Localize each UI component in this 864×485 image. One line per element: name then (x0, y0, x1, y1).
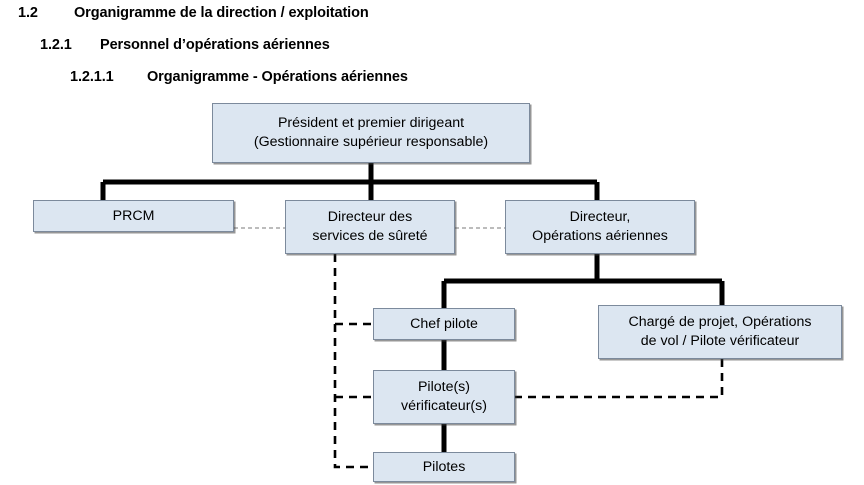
node-label: Pilotes (422, 458, 466, 475)
node-pilotes[interactable]: Pilotes (373, 452, 515, 482)
heading-number: 1.2 (18, 5, 38, 21)
connector-surete-dashed-spine (333, 254, 373, 469)
connector-charge-projet-to-verificateurs-dashed (515, 359, 724, 399)
node-chef-pilote[interactable]: Chef pilote (373, 308, 515, 340)
heading-section-1-2: 1.2 Organigramme de la direction / exploi… (18, 5, 369, 21)
node-directeur-operations-aeriennes[interactable]: Directeur, Opérations aériennes (505, 200, 695, 254)
heading-text: Organigramme de la direction / exploitat… (74, 5, 369, 21)
node-label: PRCM (112, 207, 155, 224)
node-label: Chef pilote (410, 315, 478, 332)
node-pilotes-verificateurs[interactable]: Pilote(s) vérificateur(s) (373, 370, 515, 424)
node-label: Président et premier dirigeant (Gestionn… (253, 115, 489, 150)
node-label: Directeur des services de sûreté (312, 209, 428, 244)
node-charge-de-projet-operations-de-vol[interactable]: Chargé de projet, Opérations de vol / Pi… (598, 305, 842, 359)
node-label: Chargé de projet, Opérations de vol / Pi… (628, 314, 812, 349)
heading-text: Personnel d’opérations aériennes (100, 37, 330, 53)
heading-number: 1.2.1 (40, 37, 72, 53)
node-directeur-des-services-de-surete[interactable]: Directeur des services de sûreté (285, 200, 455, 254)
heading-section-1-2-1: 1.2.1 Personnel d’opérations aériennes (40, 37, 330, 53)
node-president-et-premier-dirigeant[interactable]: Président et premier dirigeant (Gestionn… (212, 103, 530, 163)
node-label: Pilote(s) vérificateur(s) (401, 379, 487, 414)
heading-number: 1.2.1.1 (70, 69, 114, 85)
node-prcm[interactable]: PRCM (33, 200, 234, 232)
node-label: Directeur, Opérations aériennes (532, 209, 668, 244)
heading-section-1-2-1-1: 1.2.1.1 Organigramme - Opérations aérienn… (70, 69, 408, 85)
heading-text: Organigramme - Opérations aériennes (147, 69, 408, 85)
